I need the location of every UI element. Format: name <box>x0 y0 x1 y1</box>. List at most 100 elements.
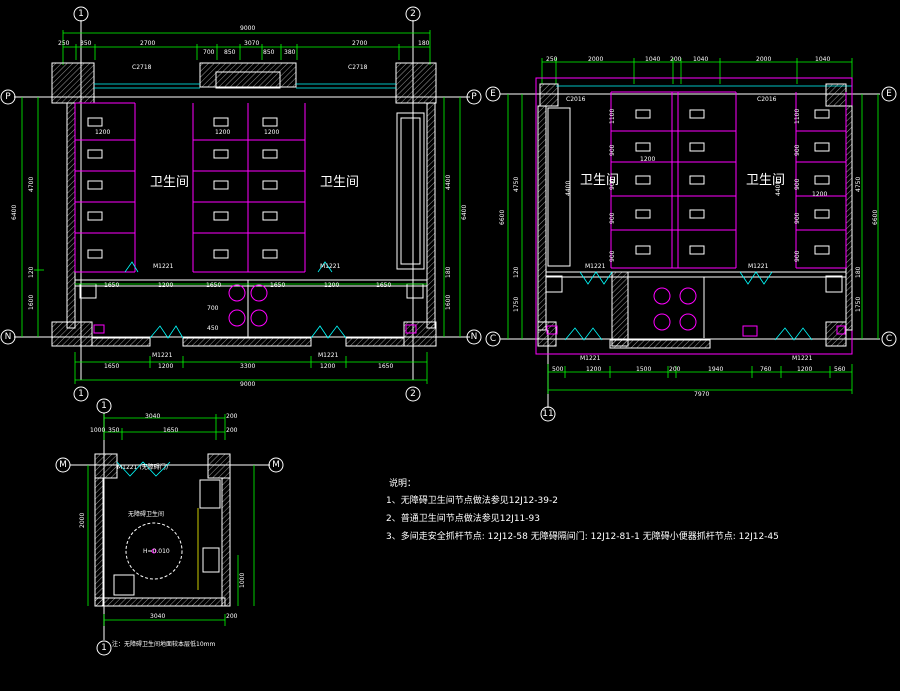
dimension-left-right-plan: 6600 4750 1750 120 <box>499 94 523 339</box>
svg-text:9000: 9000 <box>240 25 255 32</box>
svg-text:M1221: M1221 <box>152 352 173 359</box>
svg-text:1: 1 <box>78 389 84 399</box>
svg-text:C2718: C2718 <box>132 64 152 71</box>
svg-text:180: 180 <box>855 266 862 278</box>
svg-text:1200: 1200 <box>264 129 279 136</box>
svg-text:560: 560 <box>834 366 846 373</box>
svg-text:1650: 1650 <box>206 282 221 289</box>
svg-text:M: M <box>272 460 280 470</box>
svg-text:1650: 1650 <box>270 282 285 289</box>
notes-title: 说明： <box>389 477 416 489</box>
svg-text:M1221: M1221 <box>153 263 174 270</box>
svg-text:M1221 (无障碍门): M1221 (无障碍门) <box>117 463 168 471</box>
plan-left-lobby: M1221 M1221 M1221 M1221 <box>75 261 427 359</box>
svg-text:450: 450 <box>207 325 219 332</box>
svg-text:2: 2 <box>410 389 416 399</box>
svg-text:N: N <box>5 332 12 342</box>
svg-text:3040: 3040 <box>150 613 165 620</box>
dimension-bottom-small: 3040 200 <box>103 613 238 626</box>
svg-text:1100: 1100 <box>794 109 801 124</box>
svg-text:1200: 1200 <box>158 363 173 370</box>
svg-text:1000: 1000 <box>239 573 246 588</box>
svg-text:N: N <box>471 332 478 342</box>
svg-text:1200: 1200 <box>95 129 110 136</box>
svg-text:M1221: M1221 <box>748 263 769 270</box>
svg-text:900: 900 <box>794 250 801 262</box>
svg-text:1: 1 <box>101 401 107 411</box>
svg-text:500: 500 <box>552 366 564 373</box>
svg-text:1650: 1650 <box>104 363 119 370</box>
svg-text:850: 850 <box>224 49 236 56</box>
svg-text:E: E <box>886 89 892 99</box>
svg-text:3070: 3070 <box>244 40 259 47</box>
svg-text:M1221: M1221 <box>792 355 813 362</box>
urinal-partition-right <box>396 112 425 270</box>
svg-text:1650: 1650 <box>163 427 178 434</box>
svg-text:350: 350 <box>108 427 120 434</box>
svg-text:1650: 1650 <box>378 363 393 370</box>
svg-text:760: 760 <box>760 366 772 373</box>
svg-text:380: 380 <box>284 49 296 56</box>
svg-text:900: 900 <box>794 144 801 156</box>
dimension-top-small: 3040 200 1650 200 350 1000 <box>90 413 238 440</box>
plan-right-walls: C2016 C2016 <box>535 77 853 355</box>
axis-bubble-e-right: E <box>881 86 897 102</box>
axis-bubble-e-left: E <box>485 86 880 102</box>
note-item-2: 2、普通卫生间节点做法参见12J11-93 <box>386 512 540 524</box>
svg-text:1040: 1040 <box>645 56 660 63</box>
cubicles-right-b: 1100 900 900 900 900 <box>794 92 847 269</box>
svg-text:C: C <box>490 334 496 344</box>
svg-text:180: 180 <box>445 266 452 278</box>
axis-bubble-c-left: C <box>485 331 880 347</box>
dimension-top-right: 250 2000 1040 200 1040 2000 1040 <box>541 56 853 87</box>
svg-text:120: 120 <box>28 266 35 278</box>
svg-text:1200: 1200 <box>797 366 812 373</box>
svg-text:6600: 6600 <box>499 210 506 225</box>
svg-text:4400: 4400 <box>445 175 452 190</box>
dimension-left: 6400 4700 1600 120 <box>11 97 44 337</box>
svg-text:250: 250 <box>546 56 558 63</box>
svg-text:11: 11 <box>542 409 553 419</box>
svg-text:4400: 4400 <box>565 181 572 196</box>
svg-text:250: 250 <box>58 40 70 47</box>
svg-text:2700: 2700 <box>140 40 155 47</box>
svg-text:1000: 1000 <box>90 427 105 434</box>
svg-text:1: 1 <box>101 643 107 653</box>
dimension-right: 6400 4400 1600 180 <box>443 97 468 337</box>
svg-text:6400: 6400 <box>461 205 468 220</box>
svg-text:1200: 1200 <box>215 129 230 136</box>
svg-text:900: 900 <box>794 178 801 190</box>
plan-right: E E C C 11 <box>485 56 897 422</box>
svg-text:7970: 7970 <box>694 391 709 398</box>
dimension-middle: 1650 1200 1650 1650 1200 1650 700 450 <box>75 282 427 332</box>
svg-text:1200: 1200 <box>320 363 335 370</box>
axis-bubble-n-right: N <box>466 329 482 345</box>
svg-text:9000: 9000 <box>240 381 255 388</box>
svg-text:1650: 1650 <box>376 282 391 289</box>
svg-text:1600: 1600 <box>445 295 452 310</box>
svg-text:200: 200 <box>670 56 682 63</box>
svg-text:1200: 1200 <box>158 282 173 289</box>
svg-text:900: 900 <box>794 212 801 224</box>
svg-text:4750: 4750 <box>855 177 862 192</box>
svg-text:C: C <box>886 334 892 344</box>
svg-text:H=0.010: H=0.010 <box>143 548 170 555</box>
room-label-right-b: 卫生间 <box>746 173 785 188</box>
svg-text:4400: 4400 <box>775 181 782 196</box>
svg-text:200: 200 <box>226 413 238 420</box>
axis-bubble-m-right: M <box>268 457 284 473</box>
note-item-1: 1、无障碍卫生间节点做法参见12J12-39-2 <box>386 494 558 506</box>
svg-text:1200: 1200 <box>324 282 339 289</box>
dimension-right-inner: 4400 4400 1200 1200 <box>565 156 827 198</box>
svg-text:M1221: M1221 <box>580 355 601 362</box>
svg-text:M: M <box>59 460 67 470</box>
svg-text:M1221: M1221 <box>318 352 339 359</box>
svg-text:6400: 6400 <box>11 205 18 220</box>
svg-text:2000: 2000 <box>79 513 86 528</box>
svg-text:180: 180 <box>418 40 430 47</box>
svg-text:M1221: M1221 <box>320 263 341 270</box>
svg-text:3300: 3300 <box>240 363 255 370</box>
svg-text:850: 850 <box>263 49 275 56</box>
dimension-left-small: 2000 <box>79 465 89 606</box>
